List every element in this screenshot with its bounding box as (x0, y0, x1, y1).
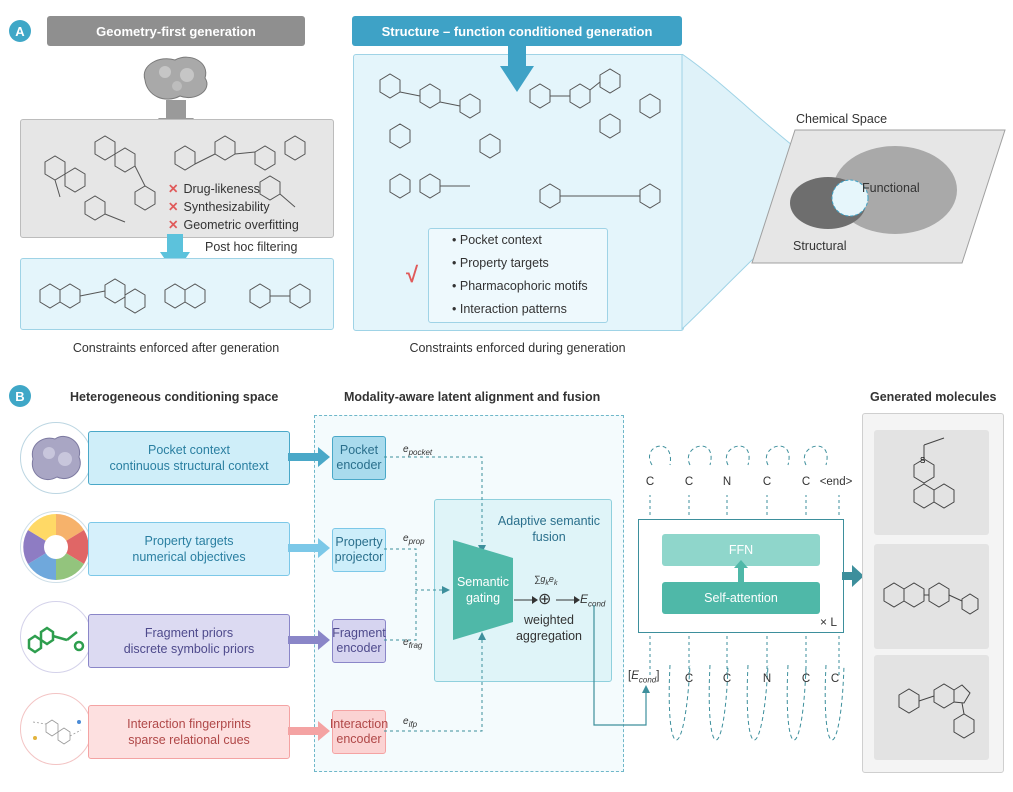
self-attention-box: Self-attention (662, 582, 820, 614)
conditioned-molecule-sketches (379, 68, 661, 209)
attention-to-ffn-arrow (734, 560, 748, 584)
caption-after-generation: Constraints enforced after generation (72, 341, 280, 355)
oplus-icon: ⊕ (538, 591, 552, 608)
input-token: N (762, 673, 772, 685)
econd-routing-line (593, 605, 650, 726)
weighted-sum-formula: ∑gkek (534, 574, 558, 587)
adaptive-fusion-title: Adaptive semantic fusion (497, 514, 601, 544)
input-token: C (801, 673, 811, 685)
generated-molecule-card (874, 655, 989, 760)
sum-to-econd-arrow (556, 596, 580, 604)
chemical-space-title: Chemical Space (796, 112, 888, 126)
output-token: N (722, 476, 732, 488)
panel-a-badge: A (9, 20, 31, 42)
caption-during-generation: Constraints enforced during generation (409, 341, 626, 355)
generated-molecule-card (874, 544, 989, 649)
embedding-connectors (384, 456, 486, 732)
failure-synthesizability: ✕Synthesizability (168, 200, 270, 214)
heading-generated-molecules: Generated molecules (870, 390, 997, 404)
svg-text:S: S (920, 456, 925, 465)
output-token: C (762, 476, 772, 488)
input-token: C (684, 673, 694, 685)
down-arrow-teal (160, 234, 190, 274)
filtered-molecules-box (20, 258, 334, 330)
gating-to-sum-arrow (514, 596, 538, 604)
heading-latent-alignment: Modality-aware latent alignment and fusi… (344, 390, 601, 404)
embedding-label: efrag (403, 637, 423, 650)
output-token: C (645, 476, 655, 488)
functional-label: Functional (862, 181, 920, 195)
constraint-checklist-box (428, 228, 608, 323)
post-hoc-filtering-label: Post hoc filtering (205, 240, 298, 254)
generated-molecule-card: S (874, 430, 989, 535)
output-token: C (684, 476, 694, 488)
econd-input-token: [Econd] (628, 670, 660, 685)
chemical-space-diagram (751, 129, 1006, 264)
embedding-label: eprop (403, 533, 425, 546)
structure-function-header: Structure – function conditioned generat… (352, 16, 682, 46)
checklist-item: • Pharmacophoric motifs (452, 279, 588, 293)
geometry-first-header: Geometry-first generation (47, 16, 305, 46)
molecule-sketches-grey (44, 135, 306, 223)
weighted-aggregation-label: weighted aggregation (515, 613, 583, 643)
layer-count-label: × L (820, 615, 838, 629)
input-token: C (722, 673, 732, 685)
property-wheel-image (20, 511, 92, 583)
semantic-gating-label: Semantic gating (456, 575, 510, 605)
output-token-end: <end> (819, 476, 853, 488)
filtered-molecule-sketches (39, 278, 311, 314)
fragment-image (20, 601, 92, 673)
protein-blob-illustration (143, 56, 208, 100)
autoregressive-loops (649, 445, 845, 741)
panel-b-badge: B (9, 385, 31, 407)
interaction-image (20, 693, 92, 765)
failure-geometric-overfitting: ✕Geometric overfitting (168, 218, 299, 232)
generated-molecules-box-grey (20, 119, 334, 238)
structural-label: Structural (793, 239, 847, 253)
down-arrow-teal-right (500, 44, 534, 92)
embedding-label: epocket (403, 444, 433, 457)
checklist-item: • Pocket context (452, 233, 542, 247)
e-cond-label: Econd (580, 592, 606, 609)
heading-conditioning-space: Heterogeneous conditioning space (70, 390, 279, 404)
failure-drug-likeness: ✕Drug-likeness (168, 182, 260, 196)
checklist-item: • Property targets (452, 256, 549, 270)
checklist-item: • Interaction patterns (452, 302, 567, 316)
pocket-image (20, 422, 92, 494)
decoder-output-arrow (842, 565, 864, 587)
check-mark-icon: √ (406, 262, 419, 287)
output-token: C (801, 476, 811, 488)
embedding-label: eifp (403, 716, 418, 729)
condition-arrows (288, 447, 330, 741)
semantic-gating-shape (453, 540, 513, 640)
input-token: C (830, 673, 840, 685)
